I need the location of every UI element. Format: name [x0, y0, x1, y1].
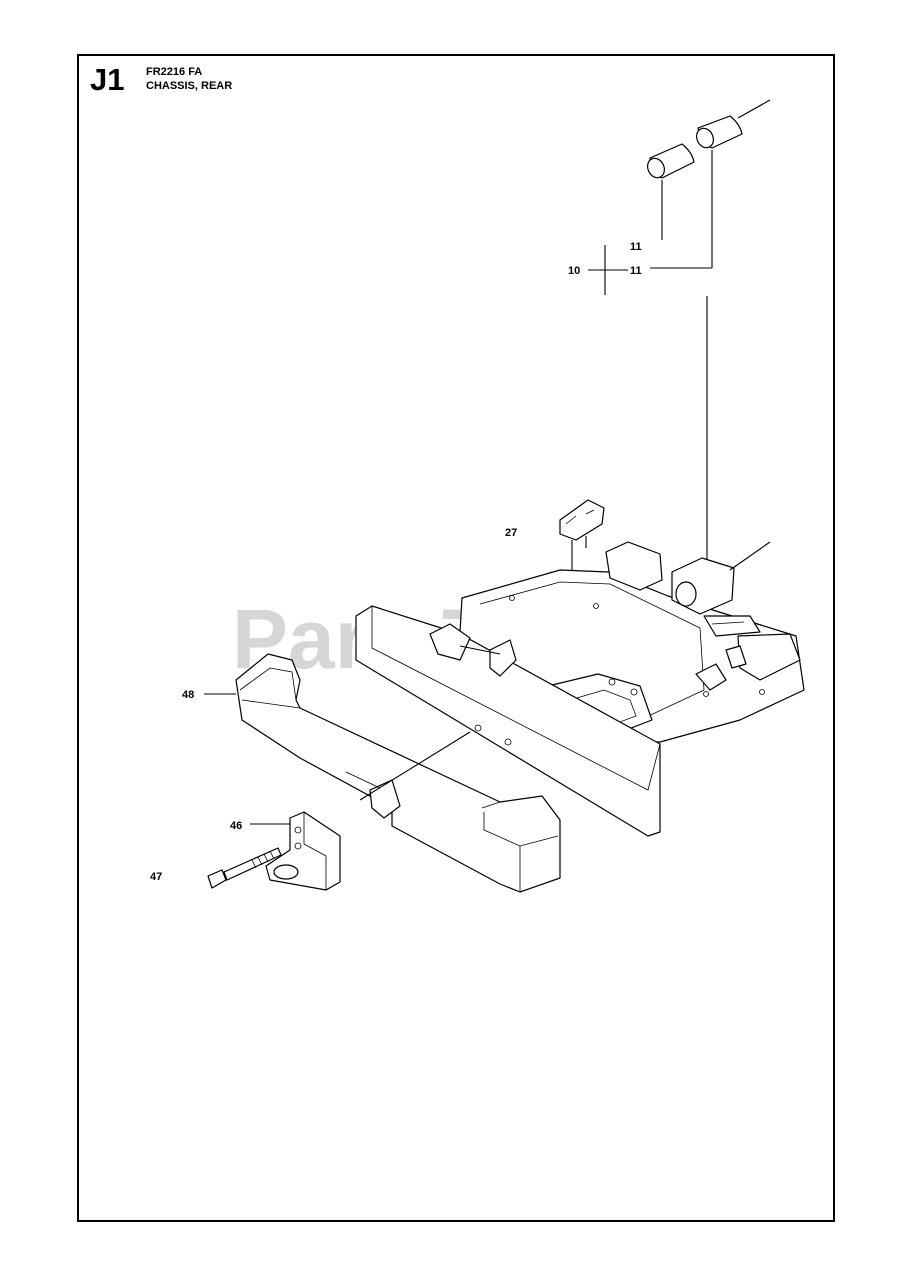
- callout-labels: 11 10 11 27 48 46 47: [150, 241, 642, 883]
- section-title: CHASSIS, REAR: [146, 80, 233, 92]
- hitch-parts: [207, 731, 471, 891]
- callout-11-bottom: 11: [630, 265, 642, 277]
- callout-10: 10: [568, 265, 580, 277]
- bushing-parts: [588, 99, 771, 560]
- callout-11-top: 11: [630, 241, 642, 253]
- callout-27: 27: [505, 527, 517, 539]
- bracket-part-27: [559, 499, 605, 580]
- rear-crossbar: [355, 605, 661, 837]
- model-code: FR2216 FA: [146, 66, 203, 78]
- diagram-frame: [77, 54, 835, 1222]
- callout-46: 46: [230, 820, 242, 832]
- section-code: J1: [90, 62, 125, 97]
- callout-47: 47: [150, 871, 162, 883]
- callout-48: 48: [182, 689, 194, 701]
